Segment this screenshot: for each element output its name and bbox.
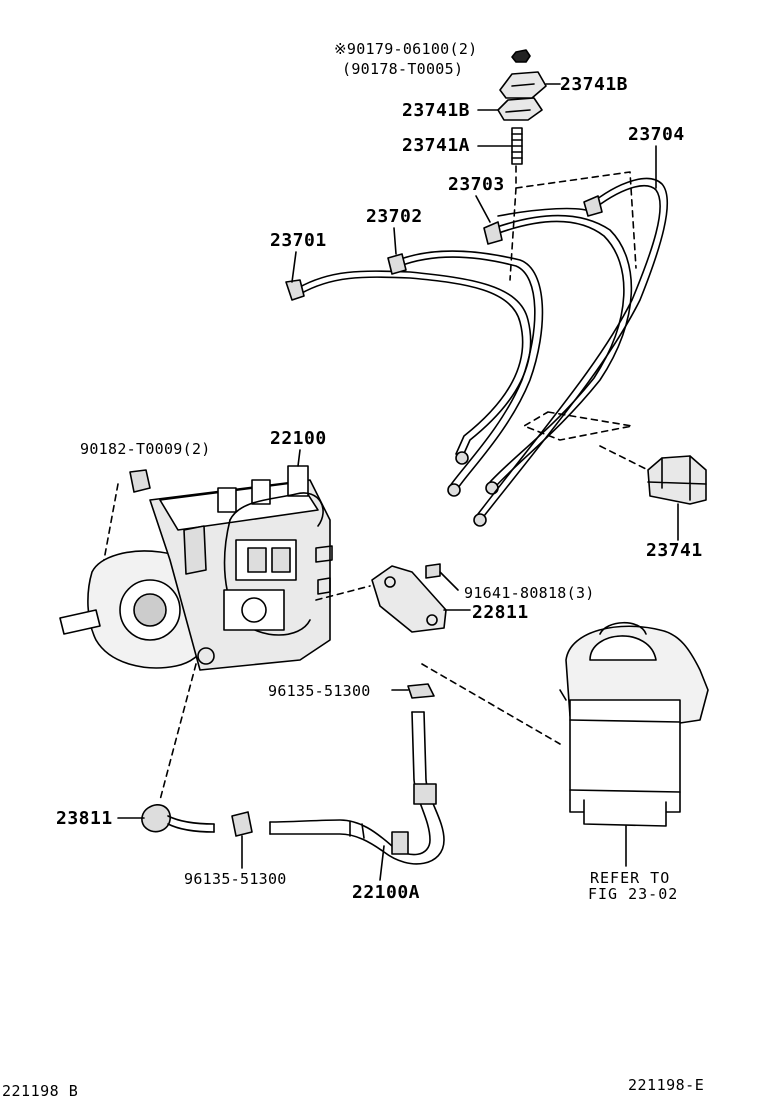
part-label-23704: 23704 [628, 124, 685, 145]
part-label-90178: (90178-T0005) [342, 60, 464, 78]
injection-pipe-23701 [285, 270, 532, 465]
part-label-22100: 22100 [270, 428, 327, 449]
clip-96135-bottom [231, 811, 253, 869]
refer-note-line1: REFER TO [590, 869, 671, 887]
clamp-part-23741b-top [499, 71, 561, 99]
hose-22100a [269, 711, 445, 881]
refer-note-line2: FIG 23-02 [588, 885, 679, 903]
footer-code-left: 221198 B [2, 1082, 79, 1100]
nut-part-90179 [511, 49, 531, 63]
part-label-90179: ※90179-06100(2) [334, 40, 478, 58]
part-label-91641: 91641-80818(3) [464, 584, 595, 602]
clamp-part-23741 [647, 455, 707, 541]
part-label-23741a: 23741A [402, 135, 471, 156]
part-label-22811: 22811 [472, 602, 529, 623]
part-label-96135-bottom: 96135-51300 [184, 870, 287, 888]
part-label-23811: 23811 [56, 808, 113, 829]
part-label-23703: 23703 [448, 174, 505, 195]
part-label-23741: 23741 [646, 540, 703, 561]
part-label-96135-top: 96135-51300 [268, 682, 371, 700]
part-label-23701: 23701 [270, 230, 327, 251]
part-label-23741b-middle: 23741B [402, 100, 471, 121]
injection-pump-22100 [59, 465, 333, 671]
part-label-22100a: 22100A [352, 882, 421, 903]
injection-pipe-23702 [387, 250, 544, 497]
bolt-part-23741a [477, 127, 523, 165]
bracket-22811 [371, 563, 471, 633]
injection-pipe-23704 [473, 177, 669, 527]
clamp-part-23741b-middle [477, 97, 543, 121]
clip-96135-top [391, 683, 435, 699]
part-label-90182: 90182-T0009(2) [80, 440, 211, 458]
fuel-filter-assembly [559, 622, 709, 867]
footer-code-right: 221198-E [628, 1076, 705, 1094]
part-label-23702: 23702 [366, 206, 423, 227]
part-label-23741b-top: 23741B [560, 74, 629, 95]
return-pipe-23811 [117, 804, 215, 833]
